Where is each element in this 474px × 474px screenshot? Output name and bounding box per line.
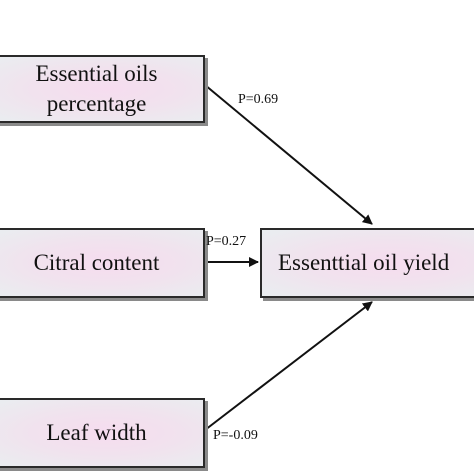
edge-label-eo-pct: P=0.69 (238, 92, 279, 107)
edge-arrow-leaf-to-yield (204, 301, 373, 431)
node-citral-content-label: Citral content (33, 249, 160, 275)
node-citral-content: Citral content (0, 228, 205, 298)
node-essential-oils-percentage: Essential oils percentage (0, 55, 205, 123)
node-essential-oil-yield-label: Essenttial oil yield (278, 249, 450, 275)
node-essential-oil-yield: Essenttial oil yield (260, 228, 474, 298)
node-label-line-2: percentage (46, 91, 147, 116)
edge-arrow-eo-pct-to-yield (204, 84, 373, 225)
edge-label-leaf: P=-0.09 (213, 428, 258, 443)
node-label-line-1: Essential oils (35, 60, 158, 86)
edge-label-citral: P=0.27 (206, 234, 247, 249)
node-leaf-width-label: Leaf width (46, 419, 147, 445)
node-leaf-width: Leaf width (0, 398, 205, 468)
node-essential-oils-percentage-label: Essential oils percentage (35, 59, 157, 120)
